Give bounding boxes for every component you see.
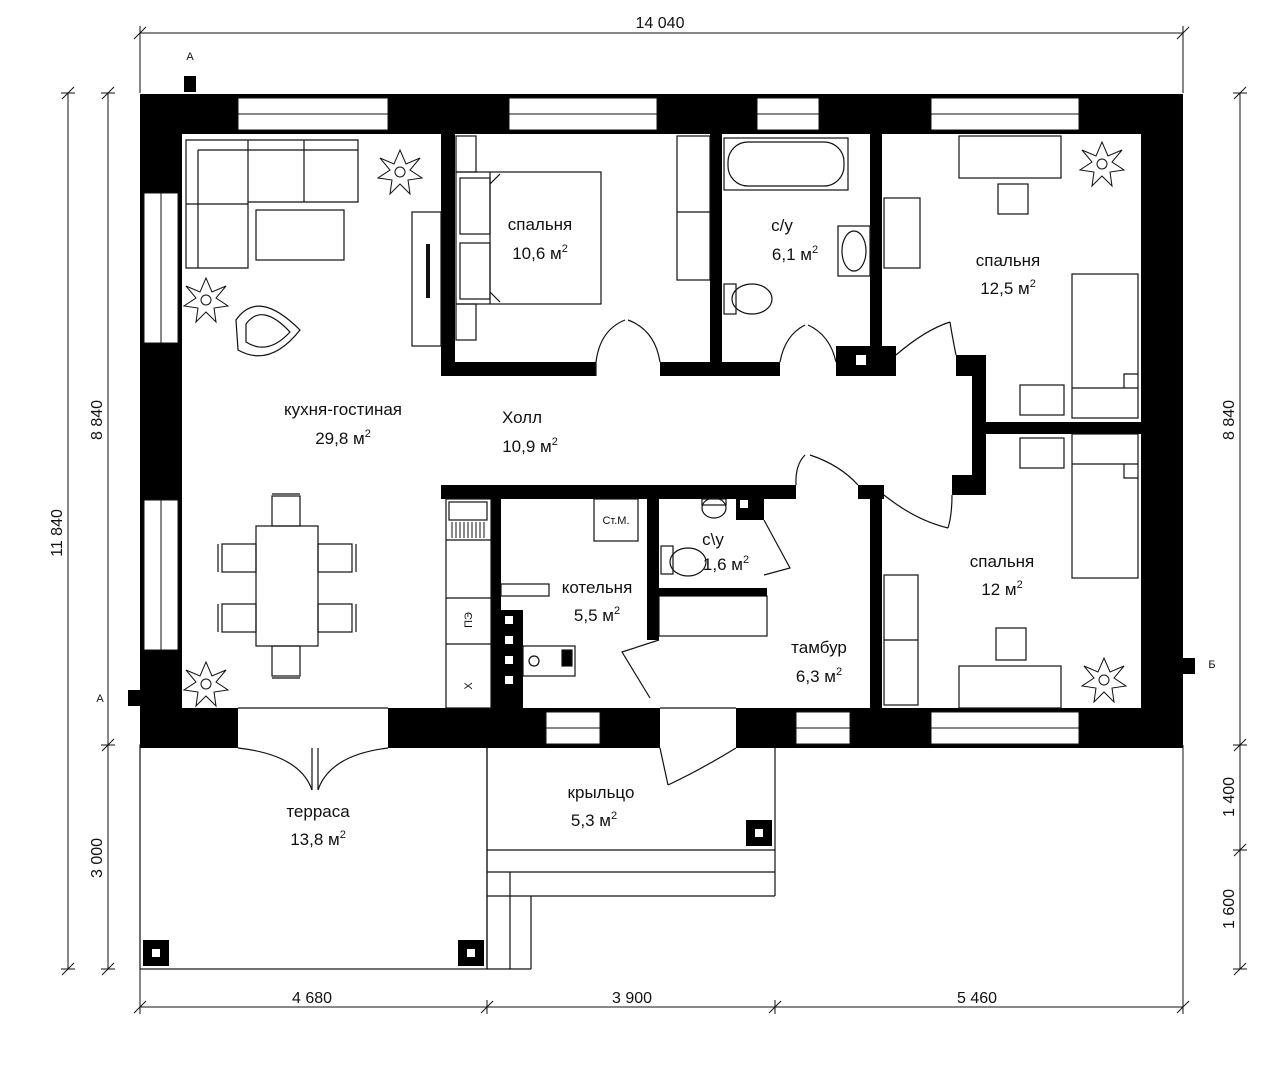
room-name: котельня [562, 578, 633, 597]
room-area: 10,9 м2 [502, 436, 558, 456]
sink-icon [837, 225, 871, 277]
dim-bottom-left: 4 680 [292, 990, 332, 1007]
dim-bottom-right: 5 460 [957, 990, 997, 1007]
coffee-table-icon [255, 209, 345, 261]
tv-cabinet-icon [411, 211, 442, 347]
section-mark-a-left: А [96, 693, 104, 705]
plant-icon [1078, 140, 1126, 188]
plant-icon [182, 660, 230, 708]
room-area: 29,8 м2 [315, 428, 371, 448]
room-name: спальня [970, 552, 1035, 571]
kitchen-counter-icon [445, 498, 492, 709]
section-mark-b-right: Б [1208, 659, 1215, 671]
sofa-icon [185, 139, 359, 269]
dresser-icon [883, 197, 921, 269]
room-name: тамбур [791, 638, 847, 657]
room-name: терраса [286, 802, 350, 821]
dim-right-porch: 1 400 [1221, 777, 1238, 817]
room-area: 5,3 м2 [571, 810, 617, 830]
door-openings [238, 708, 736, 748]
dim-left-total: 11 840 [49, 509, 66, 557]
room-area: 5,5 м2 [574, 605, 620, 625]
plant-icon [182, 276, 230, 324]
stove-label: ПЭ [463, 612, 475, 628]
dim-left-house: 8 840 [89, 400, 106, 440]
windows [143, 97, 1080, 745]
section-mark-a-top: А [186, 51, 194, 63]
boiler-icon [522, 645, 576, 677]
room-area: 12 м2 [981, 579, 1022, 599]
bathtub-icon [723, 137, 849, 191]
section-markers [128, 76, 1195, 706]
toilet-icon [723, 283, 773, 315]
room-name: с/у [771, 216, 793, 235]
room-area: 6,1 м2 [772, 244, 818, 264]
room-name: кухня-гостиная [284, 400, 402, 419]
dim-right-steps: 1 600 [1221, 889, 1238, 929]
sink-grill-icon [451, 522, 485, 538]
nightstand-icon [1019, 437, 1065, 469]
doors [595, 319, 957, 699]
room-area: 12,5 м2 [980, 278, 1036, 298]
dim-left-terrace: 3 000 [89, 838, 106, 878]
window-panes [160, 113, 1079, 729]
room-area: 13,8 м2 [290, 829, 346, 849]
chair-icon [995, 627, 1027, 661]
furniture [185, 135, 1139, 709]
room-name: спальня [508, 215, 573, 234]
fridge-label: Х [463, 682, 475, 690]
bed-icon [1071, 433, 1139, 579]
terrace-door [237, 707, 737, 791]
room-name: с\у [702, 530, 724, 549]
washer-icon [593, 498, 639, 542]
chair-icon [997, 183, 1029, 215]
room-name: спальня [976, 251, 1041, 270]
dimension-lines [61, 26, 1247, 1014]
dim-bottom-mid: 3 900 [612, 990, 652, 1007]
dim-right-house: 8 840 [1221, 400, 1238, 440]
room-labels: кухня-гостиная 29,8 м2 спальня 10,6 м2 с… [284, 215, 1040, 849]
boiler-pipe-icon [500, 583, 550, 597]
dining-table-icon [217, 493, 357, 679]
room-area: 1,6 м2 [703, 554, 749, 574]
bed-icon [455, 171, 602, 305]
plants [182, 140, 1128, 708]
room-area: 10,6 м2 [512, 243, 568, 263]
plant-icon [1080, 656, 1128, 704]
room-area: 6,3 м2 [796, 666, 842, 686]
washer-label: Ст.М. [602, 515, 629, 527]
desk-icon [958, 135, 1062, 179]
outdoor-areas [139, 744, 776, 970]
nightstand-icon [1019, 384, 1065, 416]
bed-icon [1071, 273, 1139, 419]
plant-icon [376, 148, 424, 196]
room-name: Холл [502, 408, 542, 427]
terrace-outline [139, 744, 488, 970]
tambour-partition [658, 595, 768, 637]
wardrobe-icon [676, 135, 711, 281]
dim-top: 14 040 [636, 15, 685, 32]
room-name: крыльцо [568, 783, 635, 802]
desk-icon [958, 665, 1062, 709]
toilet-icon [660, 497, 727, 577]
armchair-icon [235, 305, 301, 357]
columns [143, 820, 772, 966]
